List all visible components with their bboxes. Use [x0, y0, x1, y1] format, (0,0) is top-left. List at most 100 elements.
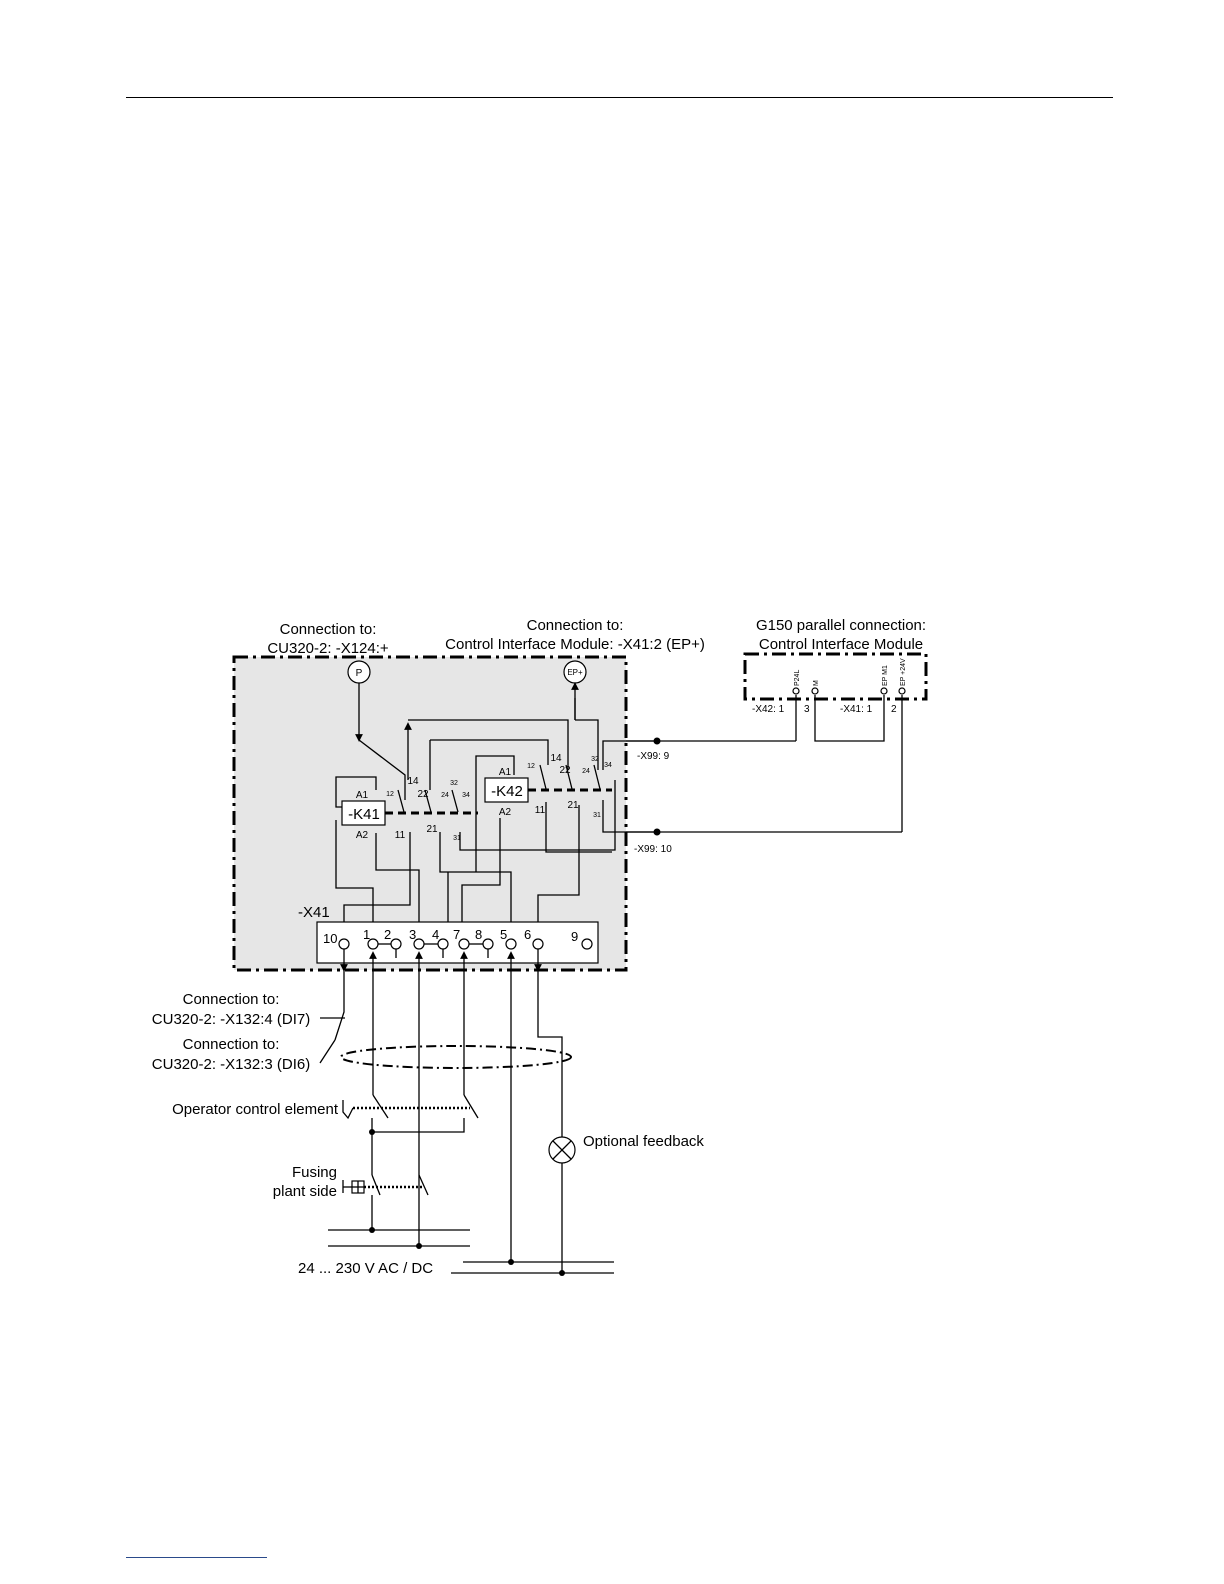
k41-k42-22-wire: [430, 739, 549, 765]
operator-label: Operator control element: [172, 1101, 339, 1118]
k41-c22: 22: [417, 789, 429, 800]
k41-c11: 11: [395, 830, 406, 841]
cim-x41-label-2: Control Interface Module: -X41:2 (EP+): [445, 636, 705, 653]
x41-strip-label: -X41: [298, 904, 330, 921]
cable-shield: [340, 1045, 572, 1069]
k41-contact-3: [451, 789, 459, 813]
k42-c14: 14: [550, 753, 562, 764]
di6-label-1: Connection to:: [183, 1036, 280, 1053]
x99-10-node: [653, 828, 661, 836]
k42-label: -K42: [491, 783, 523, 800]
x99-10-label: -X99: 10: [634, 844, 672, 855]
k42-c21: 21: [567, 800, 579, 811]
module-box-border: [232, 655, 628, 972]
k41-c24: 24: [441, 792, 449, 799]
k41-a2-wire: [375, 833, 420, 940]
x42-1-label: -X42: 1: [752, 704, 785, 715]
rail-node-2: [416, 1243, 422, 1249]
k42-a2-wire: [461, 818, 501, 940]
fuse-switch-2: [418, 1174, 429, 1196]
k41-c34: 34: [462, 792, 470, 799]
operator-actuator-icon: [342, 1100, 354, 1120]
k42-contact-1: [539, 764, 547, 790]
x42-3-label: 3: [804, 704, 810, 715]
k42-c11: 11: [535, 805, 546, 816]
ep-symbol-label: EP+: [567, 668, 583, 677]
term-8: 8: [475, 927, 482, 942]
k41-31-wire: [459, 780, 616, 851]
k41-a1-label: A1: [356, 790, 369, 801]
k42-c24: 24: [582, 768, 590, 775]
term-4: 4: [432, 927, 439, 942]
cu320-x124-label-1: Connection to:: [280, 621, 377, 638]
g150-terminal-ep24v: [898, 687, 906, 695]
k42-contact-2: [565, 764, 573, 790]
k41-a1-wire: [335, 776, 377, 808]
g150-terminal-epm1: [880, 687, 888, 695]
k41-contact-2: [424, 789, 432, 813]
rail-node-4: [559, 1270, 565, 1276]
k42-c34: 34: [604, 762, 612, 769]
term-5: 5: [500, 927, 507, 942]
header-rule: [126, 97, 1113, 98]
p-symbol-label: P: [356, 668, 363, 679]
p-to-k41-14-wire: [358, 739, 406, 800]
k42-a1-link: [475, 755, 515, 790]
x41-1-label: -X41: 1: [840, 704, 873, 715]
p24l-label: P24L: [794, 670, 801, 686]
fuse-switch-1: [371, 1174, 381, 1196]
g150-terminal-p24l: [792, 687, 800, 695]
k42-c22: 22: [559, 765, 571, 776]
k42-c12: 12: [527, 763, 535, 770]
k41-c32: 32: [450, 780, 458, 787]
x99-9-node: [653, 737, 661, 745]
k41-c21: 21: [426, 824, 438, 835]
k42-contact-3: [593, 764, 601, 790]
g150-label-2: Control Interface Module: [759, 636, 923, 653]
operator-return-wire: [371, 1118, 465, 1133]
term-9: 9: [571, 929, 578, 944]
k41-a2-label: A2: [356, 830, 369, 841]
term-2: 2: [384, 927, 391, 942]
k41-k42-link-wire: [408, 719, 569, 770]
rail-node-1: [369, 1227, 375, 1233]
di6-leader: [319, 1039, 336, 1064]
ep24v-label: EP +24V: [900, 658, 907, 686]
term-10: 10: [323, 931, 337, 946]
di7-label-1: Connection to:: [183, 991, 280, 1008]
di7-label-2: CU320-2: -X132:4 (DI7): [152, 1011, 310, 1028]
di7-wire: [334, 968, 345, 1041]
rail-node-3: [508, 1259, 514, 1265]
term-3: 3: [409, 927, 416, 942]
k41-label: -K41: [348, 806, 380, 823]
k41-contact-1: [397, 789, 405, 813]
term-7: 7: [453, 927, 460, 942]
k41-c12: 12: [386, 791, 394, 798]
x41-2-label: 2: [891, 704, 897, 715]
k42-21-wire: [537, 805, 580, 940]
term-1: 1: [363, 927, 370, 942]
m-to-epm1-wire: [814, 695, 885, 742]
k41-c31: 31: [453, 835, 461, 842]
fusing-label-1: Fusing: [292, 1164, 337, 1181]
k41-c14: 14: [407, 776, 419, 787]
footer-link-rule: [126, 1557, 267, 1558]
supply-label: 24 ... 230 V AC / DC: [298, 1260, 433, 1277]
epm1-label: EP M1: [882, 665, 889, 686]
terminal-numbers: 10 1 2 3 4 7 8 5 6 9: [323, 927, 578, 946]
x41-terminal-strip: [316, 921, 599, 964]
term-6: 6: [524, 927, 531, 942]
x99-9-label: -X99: 9: [637, 751, 670, 762]
m-label: M: [813, 680, 820, 686]
g150-terminal-m: [811, 687, 819, 695]
k42-11-wire: [545, 802, 612, 853]
k42-a2-label: A2: [499, 807, 512, 818]
cim-x41-label-1: Connection to:: [527, 617, 624, 634]
lamp-cross-2: [552, 1140, 572, 1160]
fusing-label-2: plant side: [273, 1183, 337, 1200]
ep-to-k42-34-wire: [575, 719, 599, 770]
operator-switch-1: [372, 1094, 389, 1119]
k41-coil-return-wire: [335, 820, 374, 940]
k42-a1-label: A1: [499, 767, 512, 778]
